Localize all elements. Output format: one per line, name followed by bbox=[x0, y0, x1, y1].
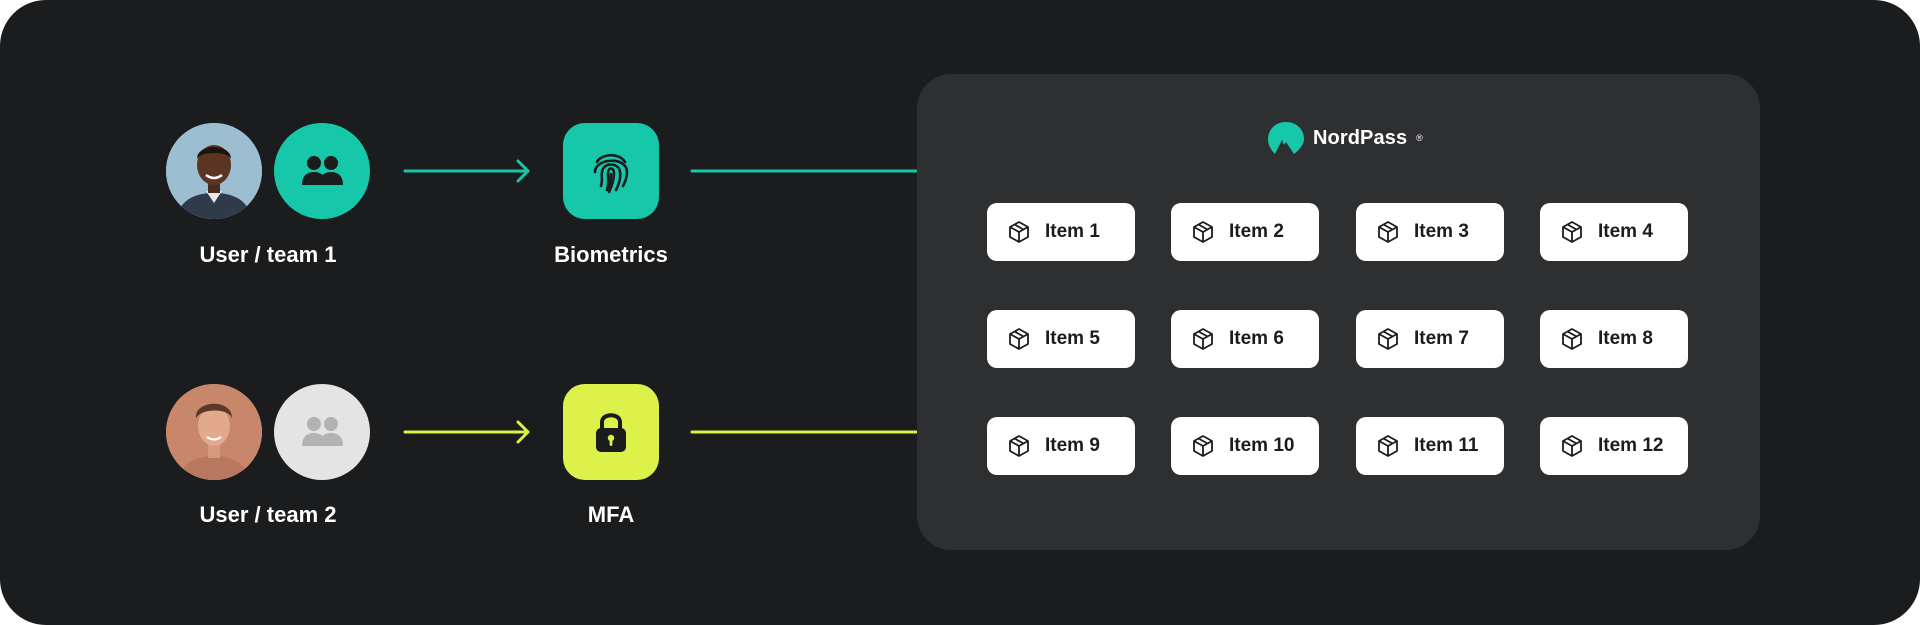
package-icon bbox=[1193, 221, 1213, 243]
lock-icon bbox=[596, 413, 626, 452]
fingerprint-icon bbox=[593, 153, 629, 194]
package-icon bbox=[1378, 328, 1398, 350]
item-label: Item 5 bbox=[1045, 328, 1100, 349]
item-label: Item 4 bbox=[1598, 221, 1653, 242]
vault-item: Item 4 bbox=[1540, 203, 1688, 261]
mfa-label: MFA bbox=[587, 502, 635, 527]
package-icon bbox=[1193, 435, 1213, 457]
user-2-photo bbox=[166, 384, 262, 480]
item-label: Item 7 bbox=[1414, 328, 1469, 349]
package-icon bbox=[1378, 221, 1398, 243]
package-icon bbox=[1562, 435, 1582, 457]
package-icon bbox=[1009, 435, 1029, 457]
vault-item: Item 2 bbox=[1171, 203, 1319, 261]
users-icon bbox=[302, 156, 343, 185]
nordpass-logo-icon bbox=[1268, 122, 1304, 154]
team-1-badge bbox=[274, 123, 370, 219]
user-team-2-label: User / team 2 bbox=[199, 502, 337, 527]
package-icon bbox=[1009, 328, 1029, 350]
item-label: Item 3 bbox=[1414, 221, 1469, 242]
item-label: Item 2 bbox=[1229, 221, 1284, 242]
vault-item: Item 6 bbox=[1171, 310, 1319, 368]
vault-item: Item 10 bbox=[1171, 417, 1319, 475]
vault-item: Item 11 bbox=[1356, 417, 1504, 475]
biometrics-tile bbox=[563, 123, 659, 219]
brand-registered-mark: ® bbox=[1416, 133, 1423, 143]
arrow-user1-to-biometrics bbox=[403, 159, 530, 183]
biometrics-label: Biometrics bbox=[554, 242, 668, 267]
package-icon bbox=[1009, 221, 1029, 243]
vault-item: Item 7 bbox=[1356, 310, 1504, 368]
nordpass-brand: NordPass ® bbox=[1267, 120, 1423, 156]
user-1-photo bbox=[166, 123, 262, 219]
arrow-user2-to-mfa bbox=[403, 420, 530, 444]
item-label: Item 11 bbox=[1414, 435, 1479, 456]
brand-name: NordPass bbox=[1313, 126, 1408, 149]
item-label: Item 1 bbox=[1045, 221, 1100, 242]
item-label: Item 9 bbox=[1045, 435, 1100, 456]
package-icon bbox=[1562, 221, 1582, 243]
vault-item: Item 8 bbox=[1540, 310, 1688, 368]
vault-item: Item 3 bbox=[1356, 203, 1504, 261]
item-label: Item 6 bbox=[1229, 328, 1284, 349]
team-2-badge bbox=[274, 384, 370, 480]
vault-item: Item 12 bbox=[1540, 417, 1688, 475]
vault-item: Item 5 bbox=[987, 310, 1135, 368]
package-icon bbox=[1378, 435, 1398, 457]
vault-item: Item 1 bbox=[987, 203, 1135, 261]
package-icon bbox=[1562, 328, 1582, 350]
item-label: Item 12 bbox=[1598, 435, 1664, 456]
vault-item: Item 9 bbox=[987, 417, 1135, 475]
item-label: Item 10 bbox=[1229, 435, 1295, 456]
mfa-tile bbox=[563, 384, 659, 480]
item-label: Item 8 bbox=[1598, 328, 1653, 349]
user-team-1-label: User / team 1 bbox=[199, 242, 337, 267]
package-icon bbox=[1193, 328, 1213, 350]
users-icon bbox=[302, 417, 343, 446]
